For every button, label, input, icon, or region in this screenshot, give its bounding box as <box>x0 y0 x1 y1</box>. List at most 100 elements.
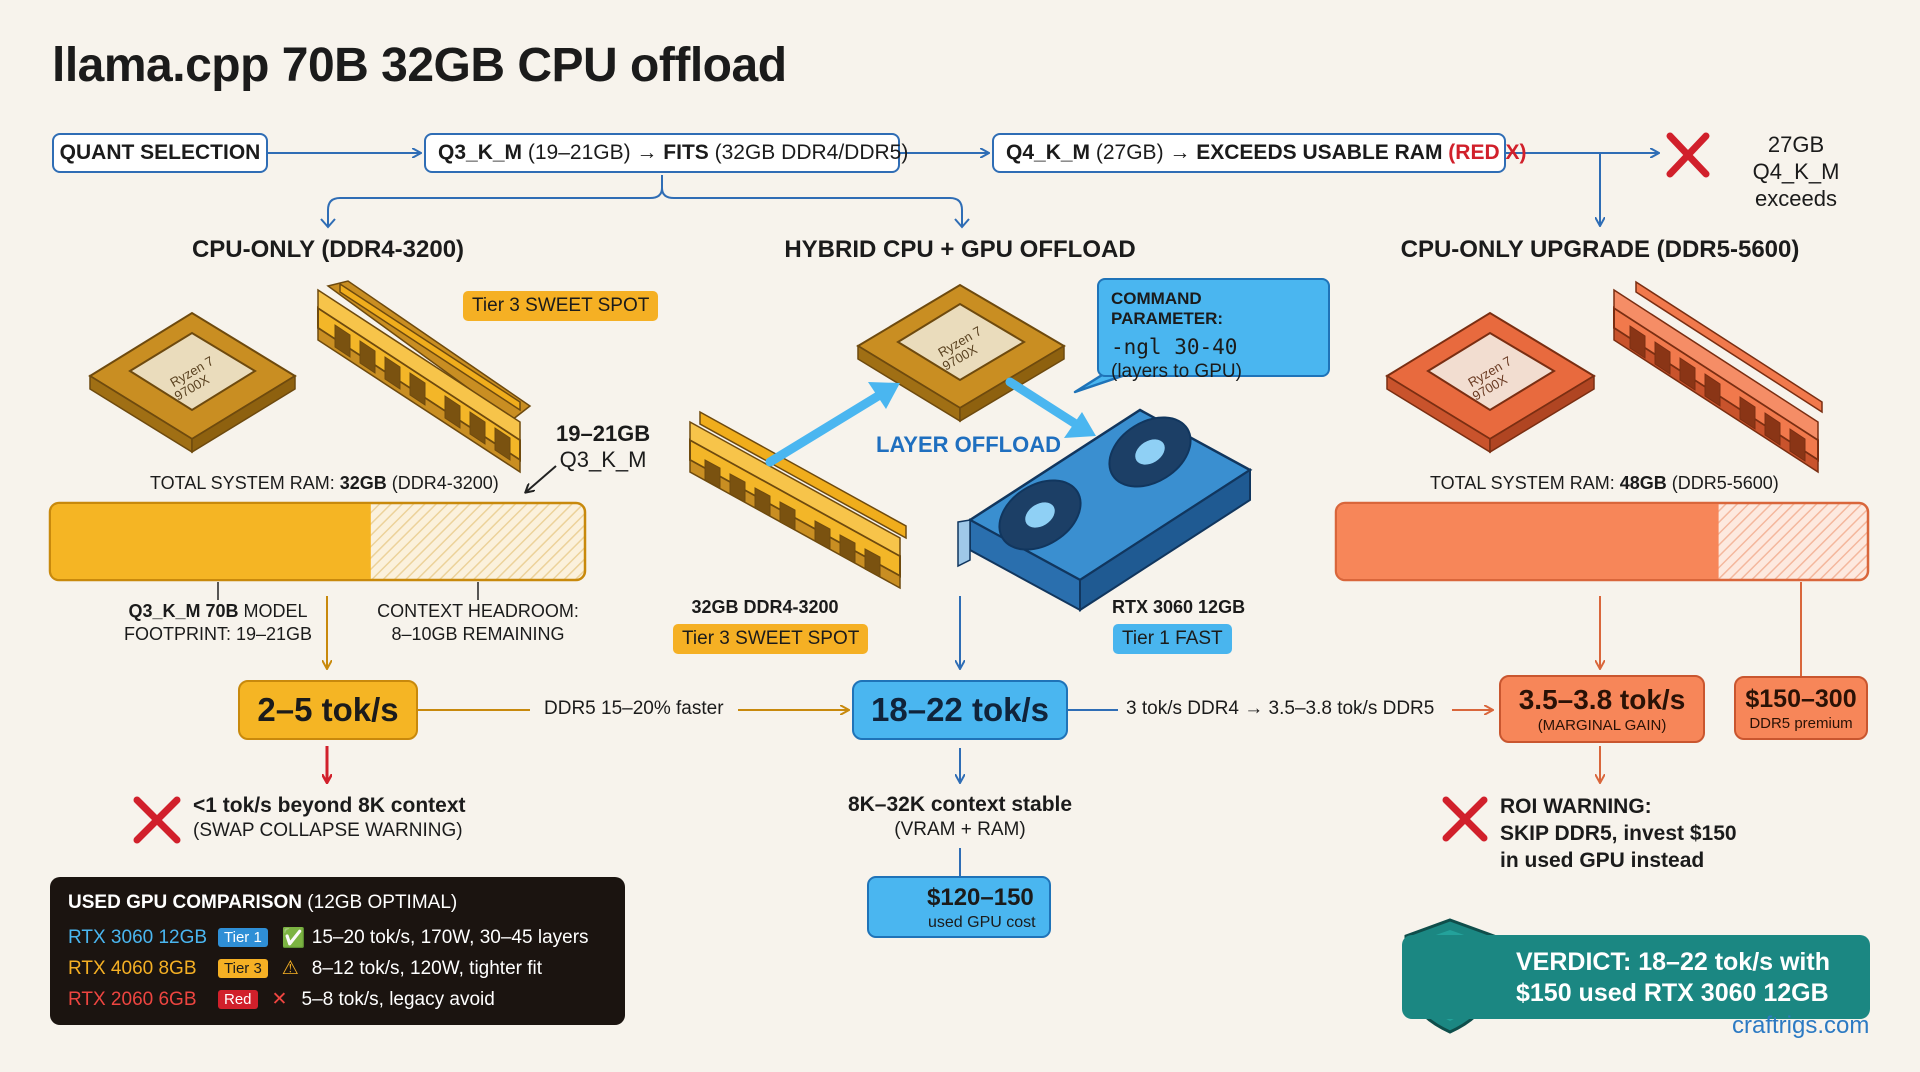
gpu-comparison-rows: RTX 3060 12GB Tier 1 ✅15–20 tok/s, 170W, 3… <box>68 922 607 1015</box>
right-ram-label-post: (DDR5-5600) <box>1671 473 1779 493</box>
edge-q3-branch <box>327 175 963 226</box>
left-ram-label-value: 32GB <box>339 473 387 493</box>
left-warning: <1 tok/s beyond 8K context (SWAP COLLAPS… <box>193 793 466 843</box>
left-speed-box[interactable]: 2–5 tok/s <box>238 680 418 740</box>
left-ram-label: TOTAL SYSTEM RAM: 32GB (DDR4-3200) <box>150 472 499 495</box>
context-stable-note: 8K–32K context stable (VRAM + RAM) <box>810 793 1110 841</box>
gpu-name: RTX 2060 6GB <box>68 988 197 1010</box>
offload-arrow-ram-cpu <box>765 385 893 467</box>
watermark: craftrigs.com <box>1732 1012 1870 1039</box>
roi-warning-l2: SKIP DDR5, invest $150 <box>1500 822 1737 845</box>
q3-callout-name: Q3_K_M <box>559 447 647 472</box>
svg-text:9700X: 9700X <box>940 342 980 374</box>
left-ram-bar-used <box>51 504 371 579</box>
command-parameter-callout: COMMAND PARAMETER: -ngl 30-40 (layers to… <box>1097 278 1330 382</box>
svg-text:9700X: 9700X <box>172 372 212 404</box>
middle-column-heading: HYBRID CPU + GPU OFFLOAD <box>784 236 1136 263</box>
gpu-tier-badge: Tier 3 <box>218 959 268 978</box>
left-tier-tag: Tier 3 SWEET SPOT <box>463 291 659 321</box>
q3-size: (19–21GB) → <box>527 141 658 164</box>
q3-callout-arrow <box>526 465 557 492</box>
left-warning-l2: (SWAP COLLAPSE WARNING) <box>193 820 463 841</box>
right-speed-value: 3.5–3.8 tok/s <box>1518 684 1686 715</box>
gpu-status-icon: ✕ <box>271 989 288 1010</box>
gpu-comparison-subtitle: (12GB OPTIMAL) <box>307 892 458 913</box>
layer-offload-label: LAYER OFFLOAD <box>876 432 1061 457</box>
left-cpu-chip-icon: Ryzen 7 9700X <box>88 311 297 454</box>
quant-selection-box[interactable]: QUANT SELECTION <box>52 133 268 173</box>
q3-fits-box[interactable]: Q3_K_M (19–21GB) → FITS (32GB DDR4/DDR5) <box>424 133 908 173</box>
gpu-label: RTX 3060 12GB <box>1112 597 1246 617</box>
q4-size: (27GB) → <box>1095 141 1191 164</box>
context-headroom-l2: 8–10GB REMAINING <box>391 624 565 644</box>
ddr4-ddr5-label: 3 tok/s DDR4 → 3.5–3.8 tok/s DDR5 <box>1118 698 1443 720</box>
q3-fits: FITS <box>663 141 709 164</box>
gpu-price-value: $120–150 <box>927 884 1034 911</box>
q4-exceeds-box[interactable]: Q4_K_M (27GB) → EXCEEDS USABLE RAM (RED … <box>992 133 1526 173</box>
q3-ram: (32GB DDR4/DDR5) <box>714 141 909 164</box>
exceeds-x-icon <box>1666 132 1710 178</box>
verdict-line2: $150 used RTX 3060 12GB <box>1516 979 1829 1007</box>
model-footprint-label: Q3_K_M 70B MODEL FOOTPRINT: 19–21GB <box>98 600 338 646</box>
left-speed-value: 2–5 tok/s <box>257 691 399 728</box>
middle-ram-sticks-icon <box>689 410 907 590</box>
gpu-tier-tag: Tier 1 FAST <box>1113 624 1232 654</box>
gpu-name: RTX 4060 8GB <box>68 957 197 979</box>
right-speed-sub: (MARGINAL GAIN) <box>1537 717 1667 734</box>
gpu-status-icon: ⚠ <box>281 958 299 979</box>
cmd-heading: COMMAND PARAMETER: <box>1111 289 1224 328</box>
gpu-tier-badge: Tier 1 <box>218 928 268 947</box>
svg-text:9700X: 9700X <box>1470 372 1510 404</box>
gpu-comparison-panel: USED GPU COMPARISON (12GB OPTIMAL) RTX 3… <box>50 877 625 1025</box>
ddr5-premium-sub: DDR5 premium <box>1749 714 1853 732</box>
exceeds-line1: 27GB Q4_K_M <box>1752 132 1840 184</box>
left-ram-sticks-icon <box>317 280 532 474</box>
gpu-comparison-row: RTX 3060 12GB Tier 1 ✅15–20 tok/s, 170W, 3… <box>68 922 607 953</box>
gpu-price-box[interactable]: $120–150 used GPU cost <box>867 876 1051 938</box>
gpu-desc: 5–8 tok/s, legacy avoid <box>301 988 495 1010</box>
roi-warning-x-icon <box>1442 796 1488 842</box>
context-headroom-label: CONTEXT HEADROOM: 8–10GB REMAINING <box>358 600 598 646</box>
gpu-desc: 8–12 tok/s, 120W, tighter fit <box>311 957 543 979</box>
cmd-code: -ngl 30-40 <box>1111 335 1238 359</box>
right-ram-bar <box>1334 501 1870 582</box>
q4-red-x-note: (RED X) <box>1448 141 1527 164</box>
left-warning-x-icon <box>133 796 181 844</box>
gpu-desc: 15–20 tok/s, 170W, 30–45 layers <box>311 926 589 948</box>
svg-text:Ryzen 7: Ryzen 7 <box>935 323 984 360</box>
right-column-heading: CPU-ONLY UPGRADE (DDR5-5600) <box>1400 236 1800 263</box>
offload-arrow-cpu-gpu <box>1005 377 1087 433</box>
gpu-price-sub: used GPU cost <box>928 914 1036 931</box>
exceeds-note: 27GB Q4_K_M exceeds <box>1722 131 1870 212</box>
middle-speed-value: 18–22 tok/s <box>871 691 1049 728</box>
quant-selection-label: QUANT SELECTION <box>59 141 261 164</box>
verdict-line1: VERDICT: 18–22 tok/s with <box>1516 948 1830 976</box>
q4-exceeds: EXCEEDS USABLE RAM <box>1196 141 1443 164</box>
gpu-name: RTX 3060 12GB <box>68 926 208 948</box>
left-ram-bar <box>48 501 587 582</box>
model-footprint-size: FOOTPRINT: 19–21GB <box>123 624 313 644</box>
right-ram-label: TOTAL SYSTEM RAM: 48GB (DDR5-5600) <box>1430 472 1779 495</box>
roi-warning-l3: in used GPU instead <box>1500 849 1705 872</box>
right-cpu-chip-icon: Ryzen 7 9700X <box>1385 311 1596 454</box>
middle-speed-box[interactable]: 18–22 tok/s <box>852 680 1068 740</box>
right-speed-box[interactable]: 3.5–3.8 tok/s (MARGINAL GAIN) <box>1499 675 1705 743</box>
ddr5-premium-value: $150–300 <box>1745 684 1857 713</box>
gpu-status-icon: ✅ <box>281 927 306 949</box>
context-headroom-l1: CONTEXT HEADROOM: <box>377 601 579 621</box>
verdict-banner: VERDICT: 18–22 tok/s with $150 used RTX … <box>1402 935 1870 1019</box>
ddr5-premium-box[interactable]: $150–300 DDR5 premium <box>1734 676 1868 740</box>
exceeds-line2: exceeds <box>1755 186 1837 211</box>
right-ram-sticks-icon <box>1613 280 1823 474</box>
middle-cpu-chip-icon: Ryzen 7 9700X <box>856 283 1066 423</box>
left-ram-label-post: (DDR4-3200) <box>391 473 499 493</box>
gpu-comparison-title: USED GPU COMPARISON <box>68 892 303 913</box>
gpu-tier-badge: Red <box>218 990 258 1009</box>
gpu-comparison-header: USED GPU COMPARISON (12GB OPTIMAL) <box>68 892 607 914</box>
gpu-comparison-row: RTX 4060 8GB Tier 3 ⚠ 8–12 tok/s, 120W, tig… <box>68 953 607 984</box>
page-title: llama.cpp 70B 32GB CPU offload <box>52 39 787 92</box>
q3-callout-size: 19–21GB <box>556 421 651 446</box>
gpu-comparison-row: RTX 2060 6GB Red ✕ 5–8 tok/s, legacy avoid <box>68 984 607 1015</box>
roi-warning-l1: ROI WARNING: <box>1500 795 1652 818</box>
left-warning-l1: <1 tok/s beyond 8K context <box>193 794 466 817</box>
